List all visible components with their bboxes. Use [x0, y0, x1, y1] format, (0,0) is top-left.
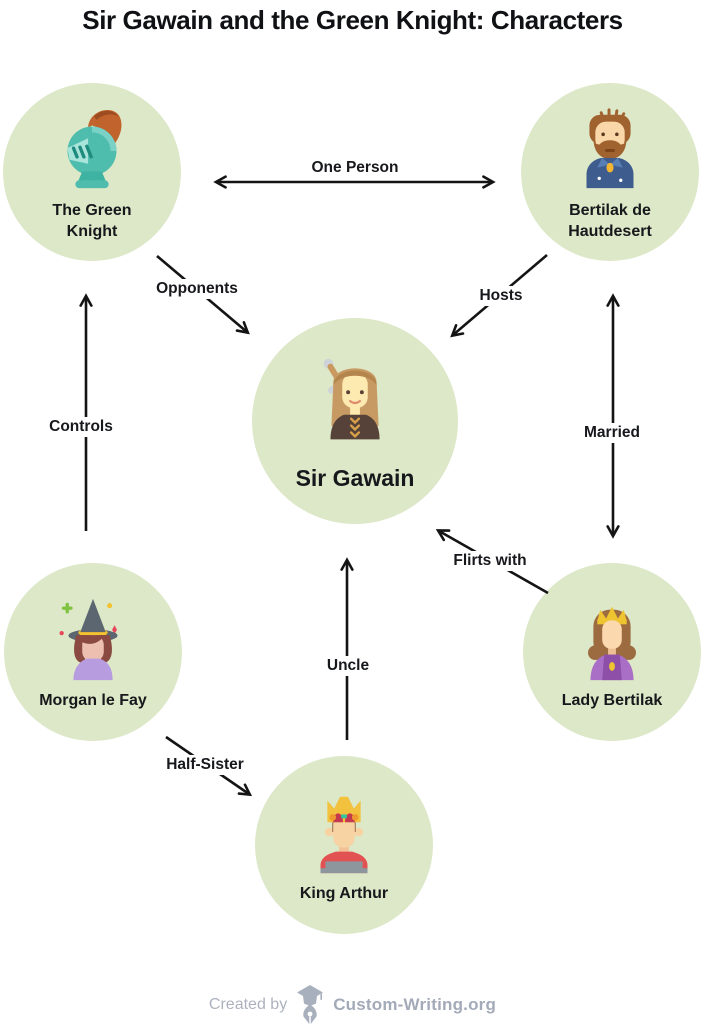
edge-label-half-sister: Half-Sister	[159, 755, 251, 775]
footer-brand-text: Custom-Writing.org	[333, 995, 497, 1014]
green-knight-helmet-icon	[67, 110, 122, 189]
bearded-man-icon	[586, 108, 634, 189]
page-title: Sir Gawain and the Green Knight: Charact…	[82, 5, 623, 35]
graduation-cap-pen-icon	[297, 985, 324, 1024]
node-label-sir-gawain: Sir Gawain	[295, 464, 415, 491]
edge-label-uncle: Uncle	[319, 656, 377, 676]
long-haired-knight-with-sword-icon	[323, 358, 380, 440]
crowned-lady-icon	[588, 606, 636, 681]
node-morgan-le-fay: Morgan le Fay	[4, 563, 182, 741]
witch-icon	[59, 599, 118, 681]
footer: Created by Custom-Writing.org	[0, 984, 705, 1024]
node-label-morgan-le-fay: Morgan le Fay	[39, 692, 147, 710]
node-label-lady-bertilak: Lady Bertilak	[561, 692, 663, 710]
node-label-green-knight: The Green Knight	[52, 202, 132, 240]
edge-label-flirts-with: Flirts with	[446, 551, 534, 571]
node-king-arthur: King Arthur	[255, 756, 433, 934]
node-green-knight: The Green Knight	[3, 83, 181, 261]
edge-label-hosts: Hosts	[472, 286, 530, 306]
node-sir-gawain: Sir Gawain	[252, 318, 458, 524]
crowned-king-icon	[320, 797, 368, 874]
node-lady-bertilak: Lady Bertilak	[523, 563, 701, 741]
edge-label-opponents: Opponents	[149, 279, 245, 299]
node-label-bertilak: Bertilak de Hautdesert	[568, 202, 652, 240]
node-label-king-arthur: King Arthur	[299, 885, 389, 903]
edge-label-controls: Controls	[42, 417, 120, 437]
edge-label-one-person: One Person	[304, 158, 406, 178]
node-bertilak: Bertilak de Hautdesert	[521, 83, 699, 261]
edge-label-married: Married	[577, 423, 647, 443]
footer-created-by-label: Created by	[208, 996, 288, 1013]
